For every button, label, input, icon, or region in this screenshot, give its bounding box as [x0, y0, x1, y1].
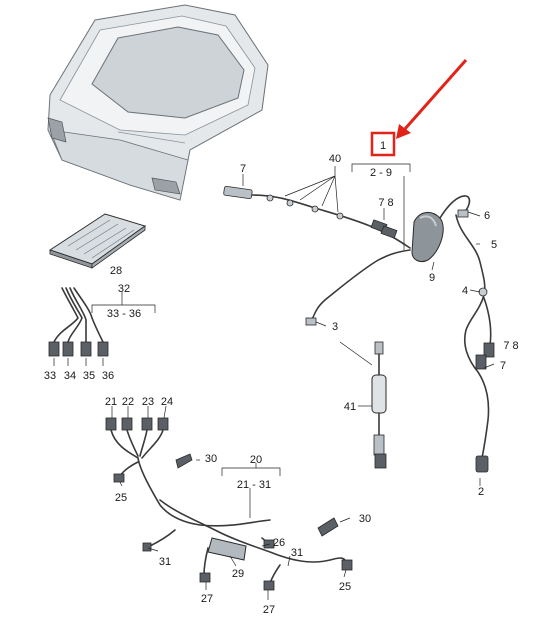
label-9: 9 — [429, 272, 435, 284]
label-7-right: 7 — [500, 360, 506, 372]
tailgate-illustration — [47, 4, 269, 201]
label-4: 4 — [462, 285, 468, 297]
label-7-8-right: 7 8 — [503, 340, 518, 352]
label-34: 34 — [64, 370, 76, 382]
label-29: 29 — [232, 568, 244, 580]
label-31-left: 31 — [159, 556, 171, 568]
label-32: 32 — [118, 283, 130, 295]
lower-harness — [105, 417, 353, 591]
label-36: 36 — [102, 370, 114, 382]
highlight-box — [370, 131, 396, 157]
highlight-arrow — [396, 59, 468, 139]
label-1: 1 — [380, 140, 386, 152]
label-6: 6 — [484, 210, 490, 222]
pigtail-set — [48, 287, 109, 357]
label-27-right: 27 — [263, 604, 275, 616]
label-33-36: 33 - 36 — [107, 308, 141, 320]
label-40: 40 — [329, 153, 341, 165]
label-20: 20 — [250, 454, 262, 466]
part-28-module — [48, 213, 147, 269]
main-harness — [223, 185, 495, 473]
part-41-connector — [371, 341, 387, 469]
label-7-8-top: 7 8 — [378, 197, 393, 209]
label-30-top: 30 — [205, 453, 217, 465]
label-24: 24 — [161, 396, 173, 408]
label-27-left: 27 — [201, 593, 213, 605]
label-31-right: 31 — [291, 547, 303, 559]
leader-lines — [53, 163, 495, 600]
label-22: 22 — [122, 396, 134, 408]
label-23: 23 — [142, 396, 154, 408]
label-28: 28 — [110, 265, 122, 277]
label-21-top: 21 — [105, 396, 117, 408]
label-3: 3 — [332, 321, 338, 333]
label-2: 2 — [478, 486, 484, 498]
label-30-right: 30 — [359, 513, 371, 525]
callout-labels: 1 2 - 9 40 7 7 8 6 5 9 4 3 7 8 7 2 41 28… — [44, 140, 519, 616]
label-26: 26 — [273, 537, 285, 549]
label-21-31: 21 - 31 — [237, 479, 271, 491]
label-41: 41 — [344, 401, 356, 413]
label-25-right: 25 — [339, 581, 351, 593]
label-7-top: 7 — [240, 163, 246, 175]
label-25-left: 25 — [115, 492, 127, 504]
label-2-9: 2 - 9 — [370, 167, 392, 179]
label-35: 35 — [83, 370, 95, 382]
label-5: 5 — [491, 239, 497, 251]
label-33: 33 — [44, 370, 56, 382]
